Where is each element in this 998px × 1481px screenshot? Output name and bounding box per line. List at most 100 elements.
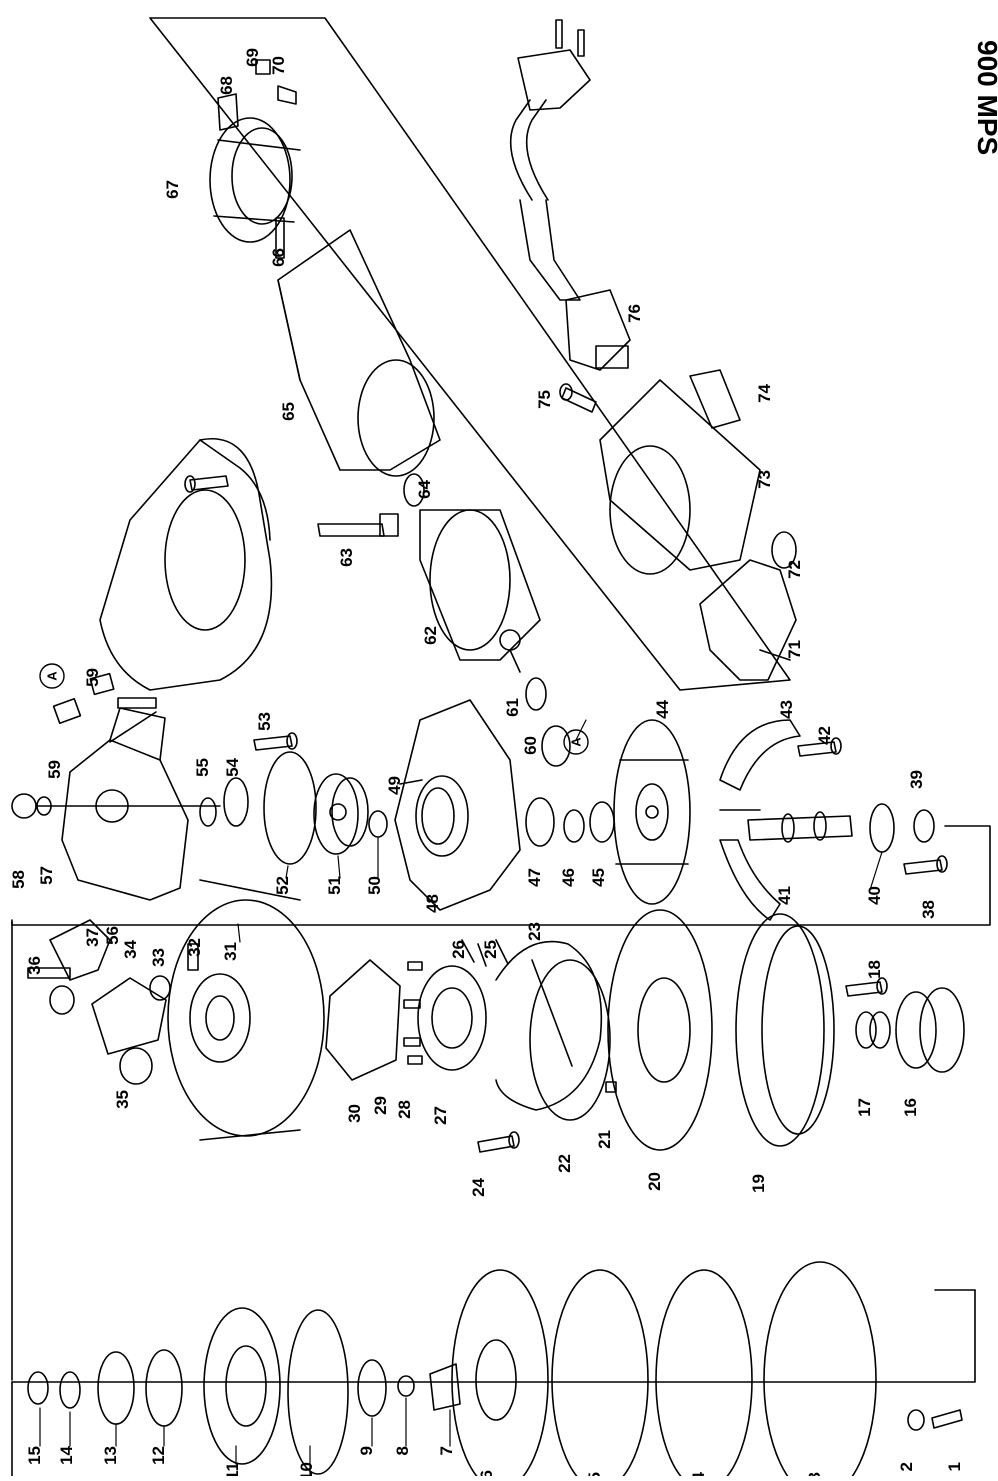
rings-12-13 [97, 1349, 183, 1427]
stator-65 [277, 229, 441, 477]
part-label-60: 60 [521, 736, 540, 755]
ring-9 [357, 1359, 387, 1417]
part-label-31: 31 [221, 942, 240, 961]
cover-34-35 [91, 977, 167, 1085]
part-label-46: 46 [559, 868, 578, 887]
part-label-33: 33 [149, 948, 168, 967]
part-label-68: 68 [217, 76, 236, 95]
part-label-16: 16 [901, 1098, 920, 1117]
part-number-labels: 1234567891011121314151617181920212223242… [9, 48, 964, 1481]
bracket-71 [699, 559, 797, 681]
part-label-15: 15 [25, 1446, 44, 1465]
part-label-30: 30 [345, 1104, 364, 1123]
cord-guard-76 [565, 289, 631, 371]
part-label-49: 49 [385, 776, 404, 795]
brackets-43 [719, 719, 801, 921]
part-label-26: 26 [449, 940, 468, 959]
part-label-51: 51 [325, 876, 344, 895]
callout-markers [39, 663, 589, 755]
armature-62 [419, 509, 541, 673]
part-label-5: 5 [585, 1472, 604, 1476]
part-label-39: 39 [907, 770, 926, 789]
ring-19 [735, 913, 835, 1147]
knob [11, 793, 221, 819]
small-pads [52, 672, 115, 725]
oring-52 [263, 751, 317, 865]
part-label-20: 20 [645, 1172, 664, 1191]
spring-wire-23 [495, 940, 603, 1111]
handle-73 [599, 379, 761, 575]
part-label-42: 42 [815, 726, 834, 745]
part-label-67: 67 [163, 180, 182, 199]
shaft-41 [747, 811, 853, 843]
part-label-53: 53 [255, 712, 274, 731]
bearing-plate-48 [394, 699, 521, 911]
screw-18 [845, 977, 888, 997]
bearings-45-47 [525, 797, 615, 847]
part-label-41: 41 [775, 886, 794, 905]
part-label-23: 23 [525, 922, 544, 941]
power-plug [517, 19, 591, 111]
flange-6 [451, 1269, 549, 1481]
ring-40 [869, 803, 895, 853]
callout-marker-text: AA [45, 671, 584, 747]
leader-lines [39, 719, 883, 1475]
part-label-38: 38 [919, 900, 938, 919]
part-label-4: 4 [689, 1471, 708, 1476]
brush-holder-67 [209, 117, 301, 243]
clip-22 [529, 959, 611, 1121]
screw-42 [797, 737, 842, 757]
part-label-66: 66 [269, 248, 288, 267]
part-label-58: 58 [9, 870, 28, 889]
part-label-10: 10 [297, 1462, 316, 1476]
oring-10 [287, 1309, 349, 1475]
ring-39 [913, 809, 935, 843]
part-label-1: 1 [945, 1462, 964, 1471]
part-label-27: 27 [431, 1106, 450, 1125]
part-21 [605, 1081, 617, 1093]
gear-housing-31 [167, 879, 325, 1141]
part-label-9: 9 [357, 1446, 376, 1455]
bearing-16 [895, 987, 965, 1073]
screw-44-upper [184, 475, 229, 493]
brush-63 [317, 513, 399, 537]
part-label-63: 63 [337, 548, 356, 567]
spring-68 [217, 93, 239, 131]
washer-61 [525, 677, 547, 711]
part-label-48: 48 [423, 894, 442, 913]
part-label-73: 73 [755, 470, 774, 489]
part-label-50: 50 [365, 876, 384, 895]
pad-5 [551, 1269, 649, 1481]
seal-plate-20 [607, 909, 713, 1151]
part-label-32: 32 [185, 938, 204, 957]
part-label-75: 75 [535, 390, 554, 409]
part-label-35: 35 [113, 1090, 132, 1109]
part-label-8: 8 [393, 1446, 412, 1455]
part-label-3: 3 [805, 1472, 824, 1476]
gear-60 [541, 725, 571, 767]
power-cord [509, 99, 581, 301]
panel-outline-upper [149, 17, 791, 691]
screw-24 [477, 1131, 520, 1153]
part-label-61: 61 [503, 698, 522, 717]
fan-44 [613, 719, 691, 905]
gear-27 [417, 965, 487, 1071]
connector-lines [11, 825, 991, 1477]
callout-marker-2: A [569, 737, 584, 747]
parts-69-70 [255, 59, 297, 105]
bushing-17 [855, 1011, 891, 1049]
part-label-59: 59 [83, 668, 102, 687]
part-label-34: 34 [121, 939, 140, 958]
part-label-25: 25 [481, 940, 500, 959]
part-label-37: 37 [83, 928, 102, 947]
eccentric-30 [325, 959, 401, 1081]
part-label-18: 18 [865, 960, 884, 979]
part-label-22: 22 [555, 1154, 574, 1173]
part-label-45: 45 [589, 868, 608, 887]
part-label-47: 47 [525, 868, 544, 887]
part-label-29: 29 [371, 1096, 390, 1115]
part-label-56: 56 [103, 926, 122, 945]
part-label-54: 54 [223, 757, 242, 776]
pad-3 [763, 1261, 877, 1481]
